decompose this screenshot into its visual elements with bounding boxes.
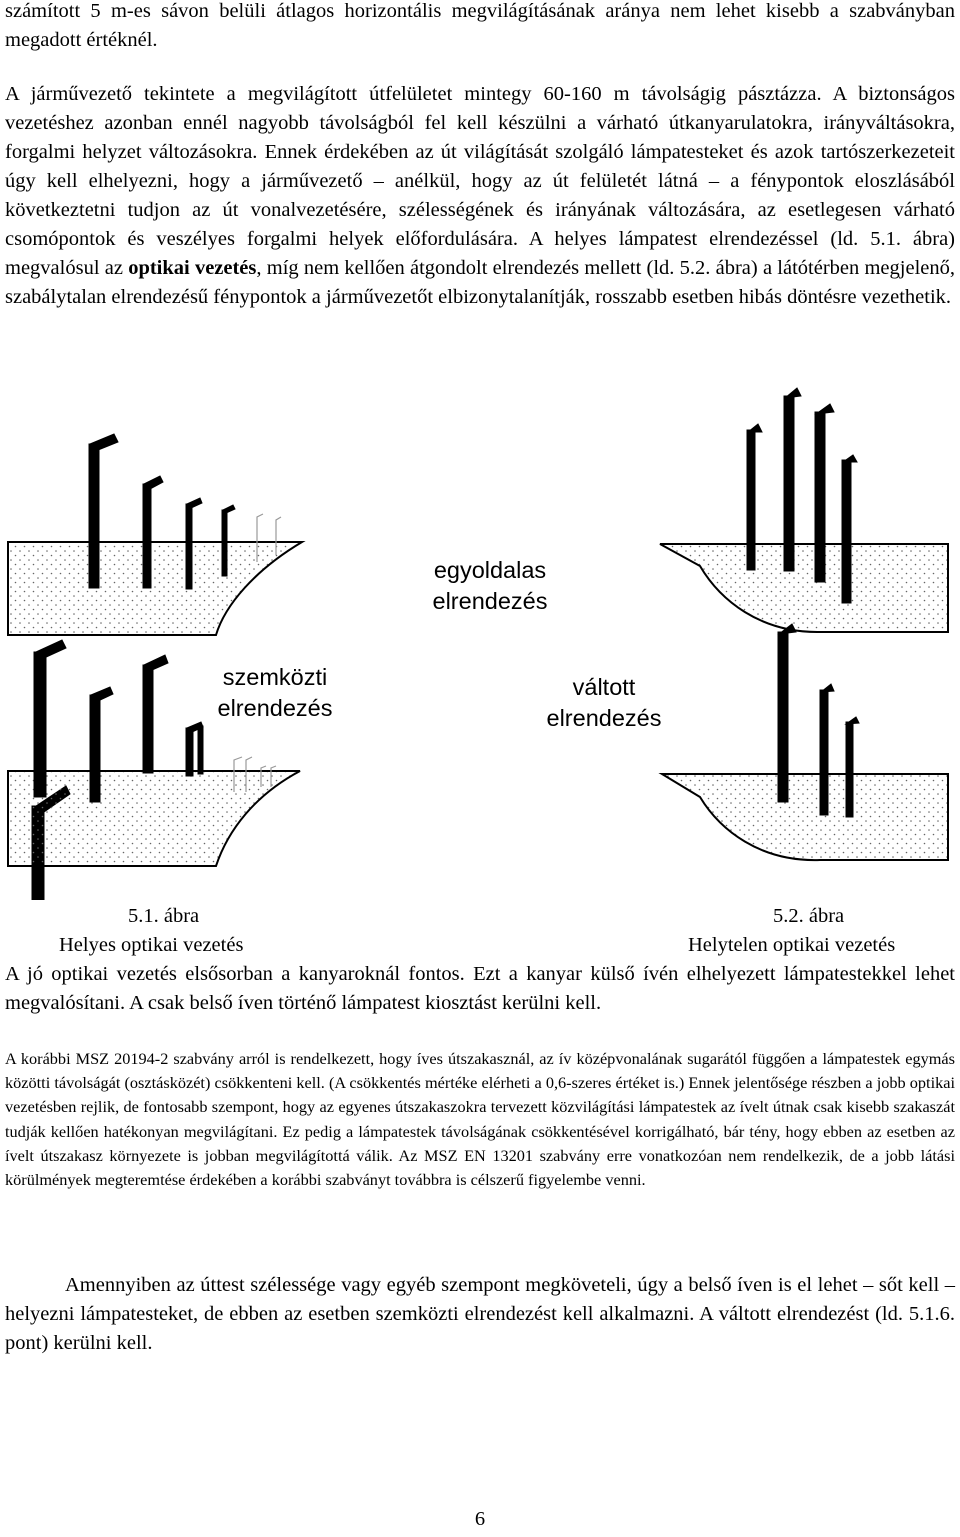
label-line: szemközti <box>222 664 328 690</box>
emphasis-optical-guidance: optikai vezetés <box>128 257 257 279</box>
figure-5-1-number: 5.1. ábra <box>128 905 200 927</box>
paragraph-curves: A jó optikai vezetés elsősorban a kanyar… <box>5 963 955 1014</box>
label-staggered-arrangement: váltott elrendezés <box>514 672 694 734</box>
paragraph-optical-guidance: A járművezető tekintete a megvilágított … <box>5 80 955 312</box>
lamp-poles-staggered <box>777 623 860 818</box>
faint-poles-opposite <box>233 756 277 792</box>
paragraph-standard-note: A korábbi MSZ 20194-2 szabvány arról is … <box>5 1049 955 1190</box>
figure-5-1-title: Helyes optikai vezetés <box>59 934 244 956</box>
label-line: egyoldalas <box>433 557 547 583</box>
paragraph-text: , míg nem kellően átgondolt elrendezés m… <box>5 257 955 308</box>
page-number: 6 <box>474 1508 486 1530</box>
paragraph-intro: számított 5 m-es sávon belüli átlagos ho… <box>5 0 955 51</box>
road-opposite <box>7 770 301 867</box>
road-one-sided <box>7 541 306 636</box>
label-line: elrendezés <box>217 695 333 721</box>
paragraph-text: A járművezető tekintete a megvilágított … <box>5 83 955 279</box>
label-opposite-arrangement: szemközti elrendezés <box>185 662 365 724</box>
label-line: váltott <box>572 674 636 700</box>
road-staggered <box>658 773 949 862</box>
label-one-sided-arrangement: egyoldalas elrendezés <box>400 555 580 617</box>
road-one-sided-wrong <box>659 543 949 634</box>
lamp-poles-one-sided-wrong <box>746 387 858 604</box>
paragraph-inner-curve: Amennyiben az úttest szélessége vagy egy… <box>5 1274 955 1354</box>
label-line: elrendezés <box>432 588 548 614</box>
lighting-arrangement-diagram <box>7 387 949 900</box>
faint-poles-one-sided <box>256 513 282 562</box>
figure-5-2-title: Helytelen optikai vezetés <box>688 934 896 956</box>
figure-5-2-number: 5.2. ábra <box>773 905 845 927</box>
lamp-poles-opposite <box>33 639 204 803</box>
label-line: elrendezés <box>546 705 662 731</box>
